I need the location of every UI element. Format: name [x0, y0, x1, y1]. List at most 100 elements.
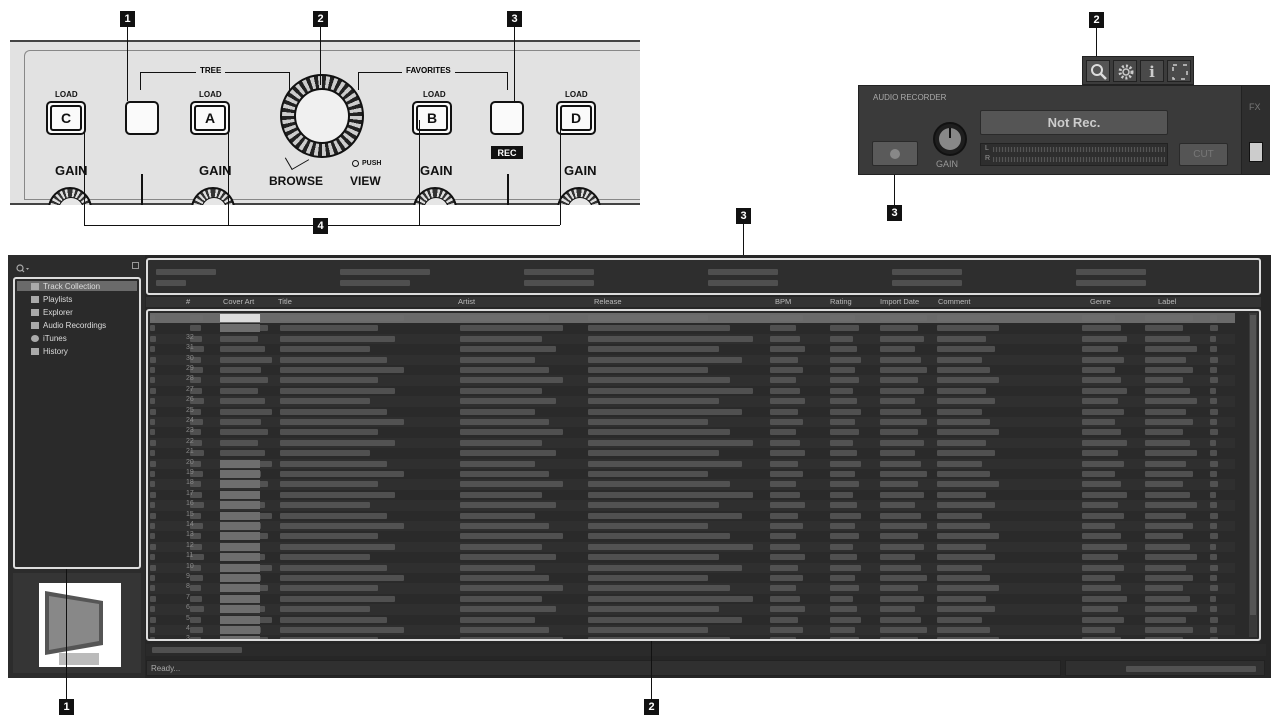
column-bpm[interactable]: BPM	[775, 297, 792, 306]
table-row[interactable]: 17	[150, 490, 1235, 500]
table-row[interactable]: 23	[150, 427, 1235, 437]
table-cell	[830, 606, 857, 613]
table-row[interactable]: 10	[150, 562, 1235, 573]
fx-label[interactable]: FX	[1249, 102, 1261, 112]
column-title[interactable]: Title	[278, 297, 292, 306]
table-row[interactable]: 9	[150, 573, 1235, 583]
sidebar-close-icon[interactable]	[132, 262, 139, 269]
table-cell	[1082, 502, 1119, 509]
table-row[interactable]	[150, 313, 1235, 324]
deck-slot-3[interactable]	[520, 266, 695, 290]
search-dropdown-icon[interactable]	[16, 261, 30, 273]
table-cell	[770, 460, 798, 467]
table-row[interactable]: 4	[150, 625, 1235, 636]
tree-item-playlists[interactable]: Playlists	[31, 293, 72, 305]
row-number: 17	[186, 489, 194, 497]
table-cell	[1145, 491, 1190, 498]
column-release[interactable]: Release	[594, 297, 622, 306]
table-row[interactable]: 22	[150, 437, 1235, 449]
load-button-b[interactable]: B	[412, 101, 452, 135]
column-genre[interactable]: Genre	[1090, 297, 1111, 306]
column-import-date[interactable]: Import Date	[880, 297, 920, 306]
table-cell	[190, 627, 204, 633]
track-list-scrollbar[interactable]	[1249, 313, 1257, 637]
load-button-c[interactable]: C	[46, 101, 86, 135]
table-cell	[937, 471, 991, 477]
table-row[interactable]: 30	[150, 354, 1235, 365]
table-cell	[1082, 554, 1119, 561]
column-cover-art[interactable]: Cover Art	[223, 297, 255, 306]
tree-button[interactable]	[125, 101, 159, 135]
column-label[interactable]: Label	[1158, 297, 1177, 306]
table-row[interactable]: 28	[150, 375, 1235, 386]
controller-panel-inner	[24, 50, 640, 200]
column-number[interactable]: #	[186, 297, 191, 306]
tree-item-track-collection[interactable]: Track Collection	[31, 280, 100, 292]
deck-slot-1[interactable]	[152, 266, 327, 290]
deck-slot-4[interactable]	[704, 266, 879, 290]
tree-item-explorer[interactable]: Explorer	[31, 306, 73, 318]
table-row[interactable]: 32	[150, 333, 1235, 345]
table-cell	[460, 575, 549, 581]
table-row[interactable]: 21	[150, 448, 1235, 458]
recorder-gain-knob[interactable]	[933, 122, 967, 156]
cover-art-thumb	[220, 636, 260, 639]
table-row[interactable]: 8	[150, 583, 1235, 594]
load-button-d[interactable]: D	[556, 101, 596, 135]
table-cell	[220, 335, 258, 342]
table-row[interactable]: 19	[150, 469, 1235, 479]
table-row[interactable]: 13	[150, 531, 1235, 541]
table-row[interactable]: 14	[150, 521, 1235, 532]
table-row[interactable]: 31	[150, 344, 1235, 354]
column-comment[interactable]: Comment	[938, 297, 971, 306]
fullscreen-icon[interactable]	[1167, 60, 1191, 82]
tree-item-audio-recordings[interactable]: Audio Recordings	[31, 319, 106, 331]
table-row[interactable]: 25	[150, 407, 1235, 417]
table-row[interactable]: 6	[150, 604, 1235, 615]
deck-d-label: D	[560, 105, 592, 131]
table-cell	[830, 387, 853, 394]
table-row[interactable]: 18	[150, 479, 1235, 490]
table-cell	[150, 554, 155, 561]
record-button[interactable]	[872, 141, 918, 166]
deck-slot-2[interactable]	[336, 266, 511, 290]
browse-knob[interactable]	[280, 74, 364, 158]
table-row[interactable]: 29	[150, 365, 1235, 375]
table-row[interactable]: 11	[150, 552, 1235, 562]
table-row[interactable]: 26	[150, 396, 1235, 407]
deck-slot-6[interactable]	[1072, 266, 1247, 290]
search-icon[interactable]	[1086, 60, 1110, 82]
table-cell	[880, 398, 915, 405]
table-cell	[937, 387, 987, 394]
table-cell	[830, 512, 861, 519]
column-artist[interactable]: Artist	[458, 297, 476, 306]
table-row[interactable]: 12	[150, 541, 1235, 553]
cover-art-thumb	[220, 490, 260, 499]
row-number: 7	[186, 593, 190, 601]
row-number: 21	[186, 448, 194, 456]
tree-item-history[interactable]: History	[31, 345, 68, 357]
table-row[interactable]: 15	[150, 511, 1235, 521]
load-button-a[interactable]: A	[190, 101, 230, 135]
table-row[interactable]: 20	[150, 458, 1235, 469]
table-cell	[150, 367, 155, 373]
info-icon[interactable]: i	[1140, 60, 1164, 82]
favorites-rec-button[interactable]	[490, 101, 524, 135]
gear-icon[interactable]	[1113, 60, 1137, 82]
table-cell	[1145, 356, 1186, 363]
table-cell	[770, 398, 806, 405]
deck-toggle-icon[interactable]	[1249, 142, 1263, 162]
cut-button[interactable]: CUT	[1179, 143, 1228, 166]
table-row[interactable]: 24	[150, 417, 1235, 428]
table-row[interactable]: 5	[150, 615, 1235, 625]
column-rating[interactable]: Rating	[830, 297, 852, 306]
table-row[interactable]	[150, 323, 1235, 333]
table-row[interactable]: 7	[150, 594, 1235, 604]
table-row[interactable]: 3	[150, 635, 1235, 639]
table-row[interactable]: 16	[150, 500, 1235, 511]
tree-item-itunes[interactable]: iTunes	[31, 332, 67, 344]
callout-3-controller: 3	[507, 11, 522, 27]
table-cell	[280, 356, 387, 363]
deck-slot-5[interactable]	[888, 266, 1063, 290]
table-row[interactable]: 27	[150, 386, 1235, 396]
